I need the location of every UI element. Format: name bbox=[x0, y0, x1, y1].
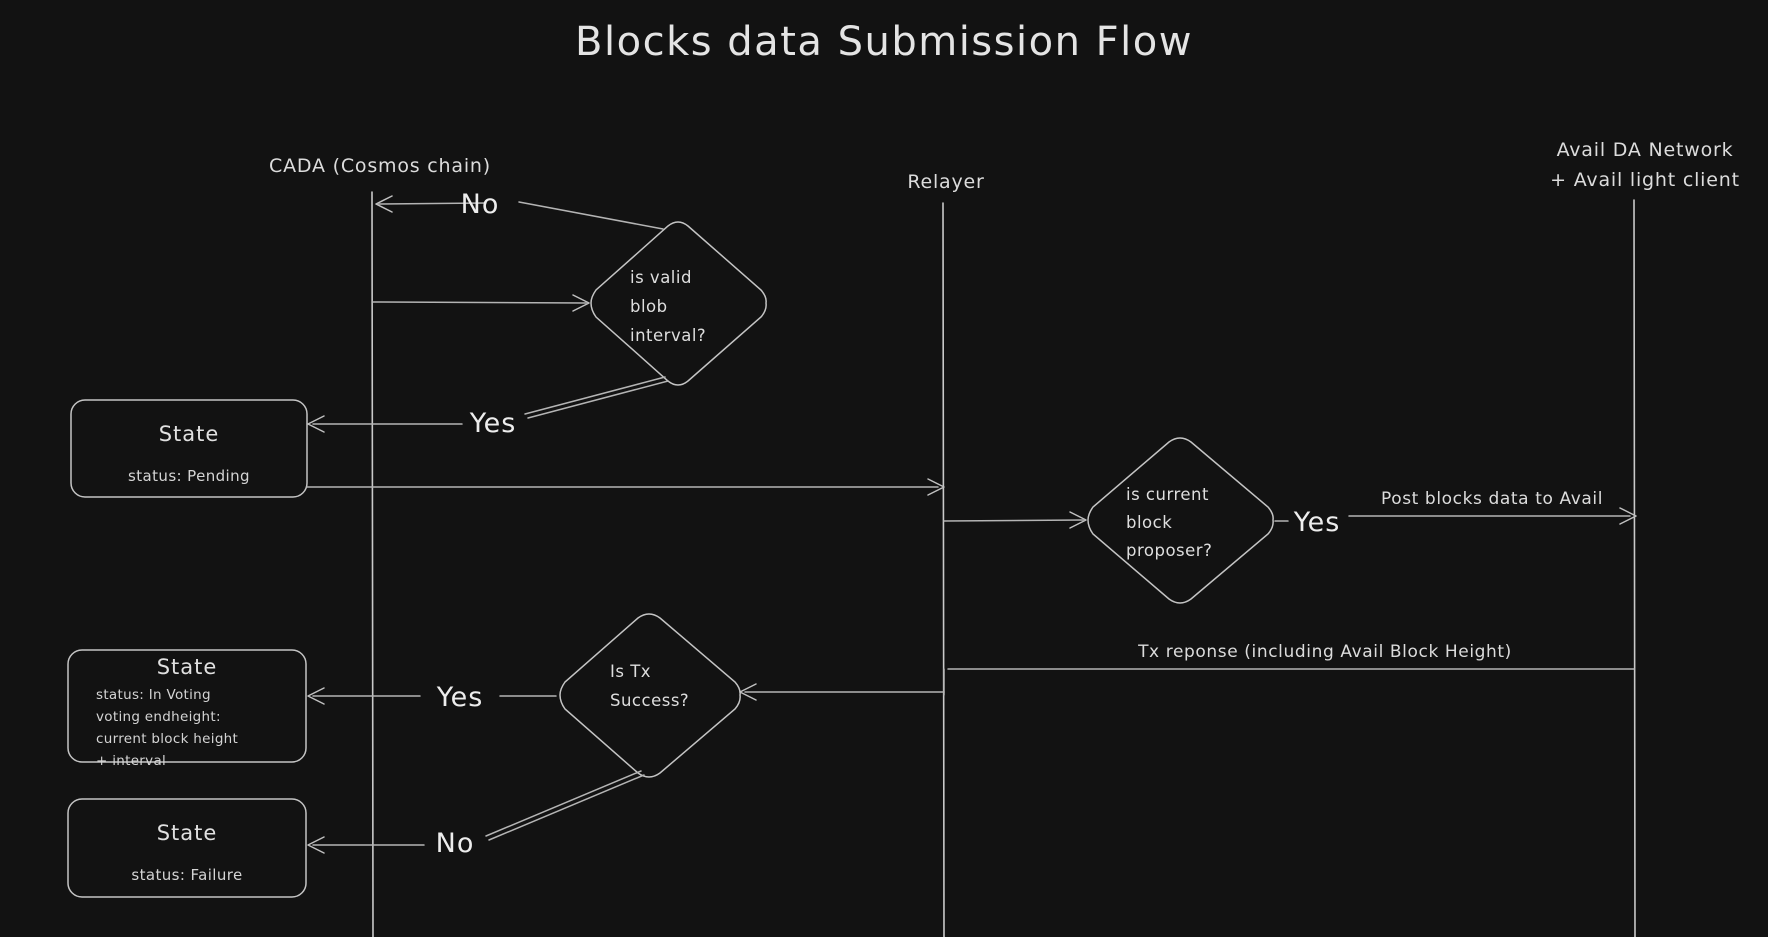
edge-label-post-blocks: Post blocks data to Avail bbox=[1381, 489, 1603, 509]
lifeline-line-cada bbox=[371, 191, 374, 937]
decision-valid-blob-line3: interval? bbox=[630, 326, 706, 345]
edge-valid-blob-no-horizontal bbox=[378, 202, 487, 205]
arrowhead-tx-yes bbox=[307, 687, 325, 705]
decision-current-block-proposer bbox=[1087, 437, 1274, 604]
decision-tx-success-line1: Is Tx bbox=[610, 662, 651, 681]
diagram-title: Blocks data Submission Flow bbox=[575, 19, 1193, 65]
branch-label-blob-yes: Yes bbox=[469, 408, 517, 439]
lifeline-label-cada: CADA (Cosmos chain) bbox=[269, 155, 491, 177]
branch-label-tx-no: No bbox=[436, 828, 475, 859]
branch-label-tx-yes: Yes bbox=[436, 682, 484, 713]
decision-valid-blob-interval bbox=[590, 221, 767, 386]
arrowhead-relayer-to-proposer bbox=[1069, 511, 1087, 529]
lifeline-label-relayer: Relayer bbox=[907, 171, 984, 193]
state-pending-line1: status: Pending bbox=[128, 467, 250, 485]
decision-proposer-line3: proposer? bbox=[1126, 541, 1212, 560]
lifeline-label-avail-line1: Avail DA Network bbox=[1557, 139, 1734, 161]
arrowhead-valid-blob-yes bbox=[307, 415, 325, 433]
decision-valid-blob-line2: blob bbox=[630, 297, 668, 316]
branch-label-proposer-yes: Yes bbox=[1293, 507, 1341, 538]
edge-valid-blob-no-diagonal bbox=[518, 201, 664, 230]
arrowhead-post-blocks-to-avail bbox=[1619, 507, 1637, 525]
state-in-voting-line1: status: In Voting bbox=[96, 687, 211, 703]
state-box-failure bbox=[67, 798, 307, 898]
decision-tx-success-line2: Success? bbox=[610, 691, 689, 710]
arrowhead-cada-to-valid-blob bbox=[572, 294, 590, 312]
arrowhead-pending-to-relayer bbox=[927, 478, 945, 496]
arrowhead-tx-no bbox=[307, 836, 325, 854]
edge-cada-to-valid-blob bbox=[372, 301, 587, 304]
decision-valid-blob-line1: is valid bbox=[630, 268, 692, 287]
lifeline-line-avail bbox=[1633, 199, 1636, 937]
state-in-voting-title: State bbox=[157, 655, 218, 679]
edge-tx-no-diagonal-2 bbox=[488, 774, 645, 841]
edge-tx-no-diagonal-1 bbox=[485, 770, 642, 837]
edge-relayer-to-proposer bbox=[943, 519, 1084, 522]
decision-proposer-line1: is current bbox=[1126, 485, 1209, 504]
branch-label-blob-no: No bbox=[461, 189, 500, 220]
edge-label-tx-response: Tx reponse (including Avail Block Height… bbox=[1137, 642, 1512, 662]
decision-is-tx-success bbox=[559, 613, 741, 778]
state-in-voting-line3: current block height bbox=[96, 731, 238, 747]
lifeline-label-avail-line2: + Avail light client bbox=[1550, 169, 1740, 191]
decision-proposer-line2: block bbox=[1126, 513, 1172, 532]
state-box-in-voting bbox=[67, 649, 307, 763]
state-failure-line1: status: Failure bbox=[131, 866, 242, 884]
state-failure-title: State bbox=[157, 821, 218, 845]
lifeline-line-relayer bbox=[942, 202, 945, 937]
edge-valid-blob-yes-diagonal-2 bbox=[527, 380, 669, 419]
state-pending-title: State bbox=[159, 422, 220, 446]
state-in-voting-line4: + interval bbox=[96, 753, 166, 769]
arrowhead-valid-blob-no bbox=[375, 195, 393, 213]
state-in-voting-line2: voting endheight: bbox=[96, 709, 221, 725]
state-box-pending bbox=[70, 399, 308, 498]
edge-valid-blob-yes-diagonal-1 bbox=[524, 376, 666, 415]
